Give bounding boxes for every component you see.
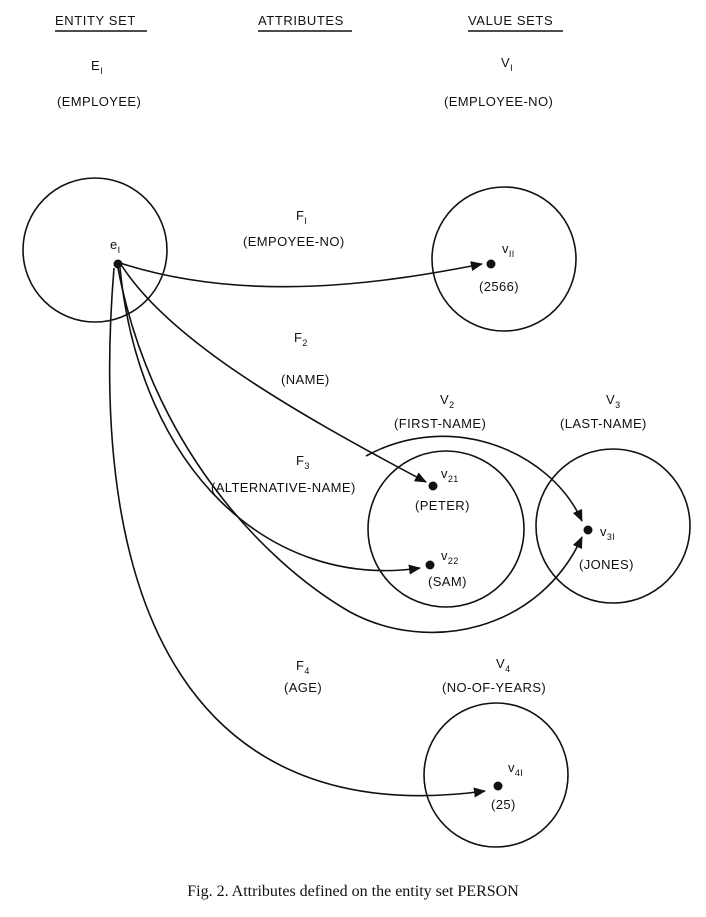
attribute-f3-symbol: F3	[296, 453, 310, 471]
arc-f3-sam	[119, 267, 421, 575]
value-v11-value: (2566)	[479, 279, 519, 294]
value-v22-symbol: v22	[441, 548, 459, 566]
figure-caption: Fig. 2. Attributes defined on the entity…	[187, 883, 519, 900]
attribute-f2-symbol: F2	[294, 330, 308, 348]
entity-set-symbol: EI	[91, 58, 103, 76]
value-v41-symbol: v4I	[508, 760, 523, 778]
value-set-3-name: (LAST-NAME)	[560, 416, 647, 431]
value-set-4-circle	[423, 702, 569, 848]
header-value-sets: VALUE SETS	[468, 13, 553, 28]
value-set-1-name: (EMPLOYEE-NO)	[444, 94, 553, 109]
value-set-3-symbol: V3	[606, 392, 620, 410]
entity-element-dot	[113, 259, 123, 269]
value-set-1-circle	[431, 186, 577, 332]
value-v41-value: (25)	[491, 797, 516, 812]
value-v31-symbol: v3I	[600, 524, 615, 542]
value-v11-dot	[486, 259, 496, 269]
arc-f1	[119, 261, 483, 288]
value-v31-dot	[583, 525, 593, 535]
value-v22-dot	[425, 560, 435, 570]
value-v31-value: (JONES)	[579, 557, 634, 572]
value-v21-value: (PETER)	[415, 498, 470, 513]
value-set-2-symbol: V2	[440, 392, 454, 410]
value-set-1-symbol: VI	[501, 55, 513, 73]
entity-set-circle	[22, 177, 168, 323]
value-v21-symbol: v21	[441, 466, 459, 484]
arc-f2-lastname	[365, 435, 583, 522]
attribute-f1-name: (EMPOYEE-NO)	[243, 234, 345, 249]
attribute-f3-name: (ALTERNATIVE-NAME)	[211, 480, 356, 495]
value-set-2-name: (FIRST-NAME)	[394, 416, 486, 431]
value-v22-value: (SAM)	[428, 574, 467, 589]
value-set-2-circle	[367, 450, 525, 608]
attribute-f4-symbol: F4	[296, 658, 310, 676]
entity-set-name: (EMPLOYEE)	[57, 94, 141, 109]
value-v11-symbol: vII	[502, 241, 515, 259]
header-attributes: ATTRIBUTES	[258, 13, 344, 28]
attribute-f1-symbol: FI	[296, 208, 307, 226]
value-set-4-symbol: V4	[496, 656, 510, 674]
header-entity-set: ENTITY SET	[55, 13, 136, 28]
arc-f3-jones	[117, 267, 583, 634]
attribute-f2-name: (NAME)	[281, 372, 330, 387]
value-v41-dot	[493, 781, 503, 791]
value-v21-dot	[428, 481, 438, 491]
value-set-3-circle	[535, 448, 691, 604]
arc-f4	[108, 267, 486, 798]
entity-element-label: eI	[110, 237, 121, 255]
attribute-f4-name: (AGE)	[284, 680, 322, 695]
value-set-4-name: (NO-OF-YEARS)	[442, 680, 546, 695]
